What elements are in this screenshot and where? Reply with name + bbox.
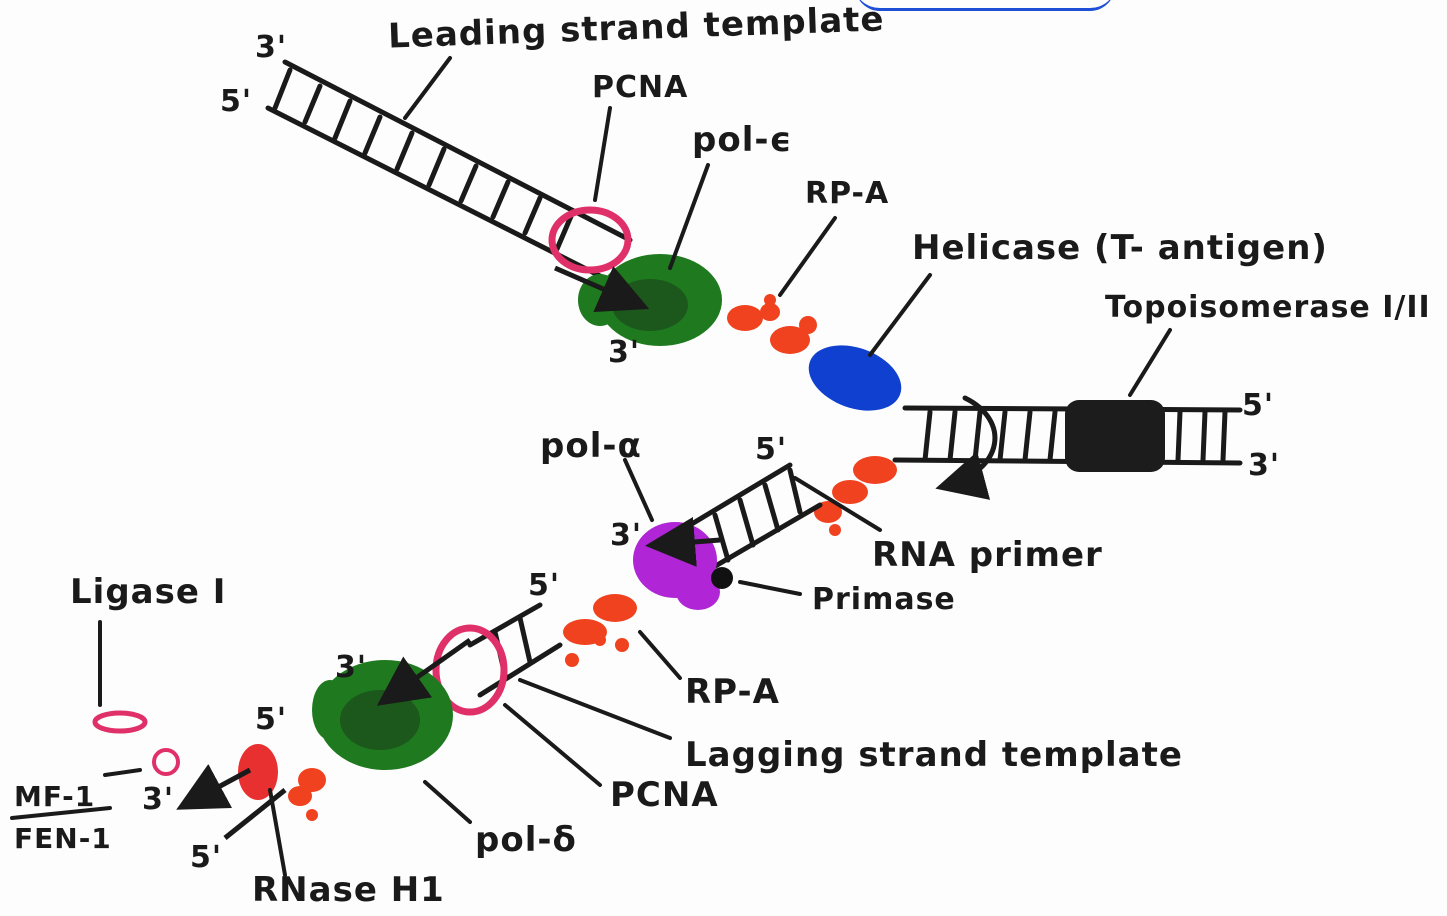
- pol-alpha-blob: [633, 522, 720, 610]
- pol-delta-blob: [312, 660, 453, 770]
- label-topoisomerase: Topoisomerase I/II: [1105, 290, 1431, 325]
- label-pcna-bottom: PCNA: [610, 775, 719, 815]
- end-lead-3: 3': [255, 30, 287, 65]
- end-frag-3: 3': [142, 782, 174, 817]
- label-mf1: MF-1: [14, 780, 95, 813]
- ligase-ring: [95, 713, 145, 731]
- cropped-blue-handwriting: [855, 0, 1115, 11]
- label-pol-alpha: pol-α: [540, 426, 642, 466]
- fen1-ring: [154, 750, 178, 774]
- label-rnase-h1: RNase H1: [252, 870, 445, 910]
- lagging-ladder-lower: [470, 605, 560, 695]
- end-okazaki2-3: 3': [335, 650, 367, 685]
- label-rna-primer: RNA primer: [872, 535, 1103, 575]
- label-pcna-top: PCNA: [592, 70, 688, 105]
- end-dup-5: 5': [1242, 388, 1274, 423]
- label-primase: Primase: [812, 582, 956, 617]
- label-pol-epsilon: pol-ϵ: [692, 120, 792, 160]
- end-okazaki1-5: 5': [755, 432, 787, 467]
- leading-strand-ladder: [268, 62, 630, 276]
- rpa-cluster-top: [727, 294, 817, 354]
- label-helicase: Helicase (T- antigen): [912, 228, 1328, 268]
- end-dup-3: 3': [1248, 448, 1280, 483]
- label-rpa-bottom: RP-A: [685, 672, 780, 712]
- label-lagging-strand-template: Lagging strand template: [685, 735, 1183, 775]
- end-lead-5: 5': [220, 84, 252, 119]
- end-frag-5-bottom: 5': [190, 840, 222, 875]
- rpa-cluster-left: [288, 768, 326, 821]
- end-okazaki2-5: 5': [528, 568, 560, 603]
- helicase-blob: [800, 333, 911, 422]
- rpa-cluster-bottom: [563, 594, 637, 667]
- label-rpa-top: RP-A: [805, 176, 889, 211]
- label-pol-delta: pol-δ: [475, 820, 577, 860]
- end-okazaki1-3: 3': [610, 518, 642, 553]
- label-fen1: FEN-1: [14, 822, 112, 855]
- label-ligase: Ligase I: [70, 572, 226, 612]
- end-lead-new-3: 3': [608, 335, 640, 370]
- primase-dot: [711, 567, 733, 589]
- end-frag-5-top: 5': [255, 702, 287, 737]
- topoisomerase-box: [1065, 400, 1165, 472]
